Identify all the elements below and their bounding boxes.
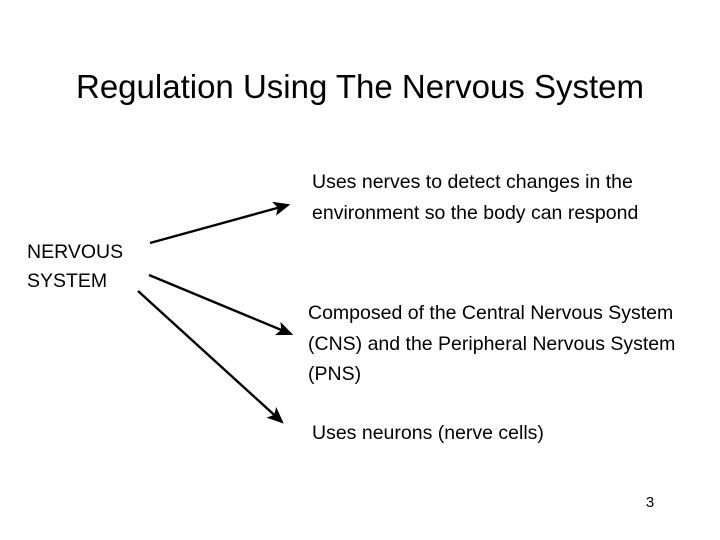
body-text-block-1: Uses nerves to detect changes in the env…	[312, 171, 639, 224]
body-text-block-2: Composed of the Central Nervous System (…	[308, 302, 676, 385]
arrow-to-block-1	[149, 201, 291, 245]
arrow-to-block-2	[148, 273, 294, 336]
page-title: Regulation Using The Nervous System	[76, 68, 644, 106]
source-label-nervous-system: NERVOUS SYSTEM	[27, 241, 124, 292]
body-text-block-3: Uses neurons (nerve cells)	[312, 422, 544, 444]
page-number: 3	[645, 494, 655, 511]
arrow-to-block-3	[137, 290, 284, 424]
